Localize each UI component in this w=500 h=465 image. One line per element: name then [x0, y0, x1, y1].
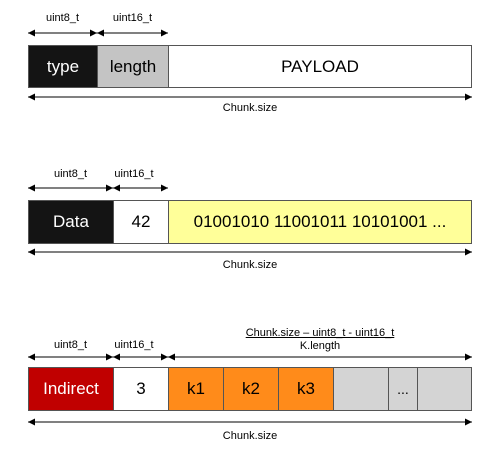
empty-key-cell [417, 367, 472, 411]
chunk-size-label: Chunk.size [222, 259, 278, 271]
uint16-type-label: uint16_t [112, 12, 153, 24]
chunk-size-label: Chunk.size [222, 102, 278, 114]
uint8-type-label: uint8_t [45, 12, 80, 24]
ellipsis-cell: ... [388, 367, 418, 411]
empty-key-cell [333, 367, 389, 411]
uint16-type-label: uint16_t [114, 339, 154, 351]
key-cell: k2 [223, 367, 279, 411]
uint8-type-label: uint8_t [53, 339, 88, 351]
length-field: length [97, 45, 169, 88]
type-field: type [28, 45, 98, 88]
data-type-field: Data [28, 200, 114, 244]
key-cell: k3 [278, 367, 334, 411]
indirect-length-field: 3 [113, 367, 169, 411]
data-length-field: 42 [113, 200, 169, 244]
payload-field: PAYLOAD [168, 45, 472, 88]
payload-size-formula-label: Chunk.size – uint8_t - uint16_t [245, 327, 395, 339]
chunk-size-label: Chunk.size [222, 430, 278, 442]
key-cell: k1 [168, 367, 224, 411]
uint8-type-label: uint8_t [53, 168, 88, 180]
binary-payload-field: 01001010 11001011 10101001 ... [168, 200, 472, 244]
uint16-type-label: uint16_t [114, 168, 154, 180]
indirect-type-field: Indirect [28, 367, 114, 411]
key-length-label: K.length [299, 340, 341, 352]
